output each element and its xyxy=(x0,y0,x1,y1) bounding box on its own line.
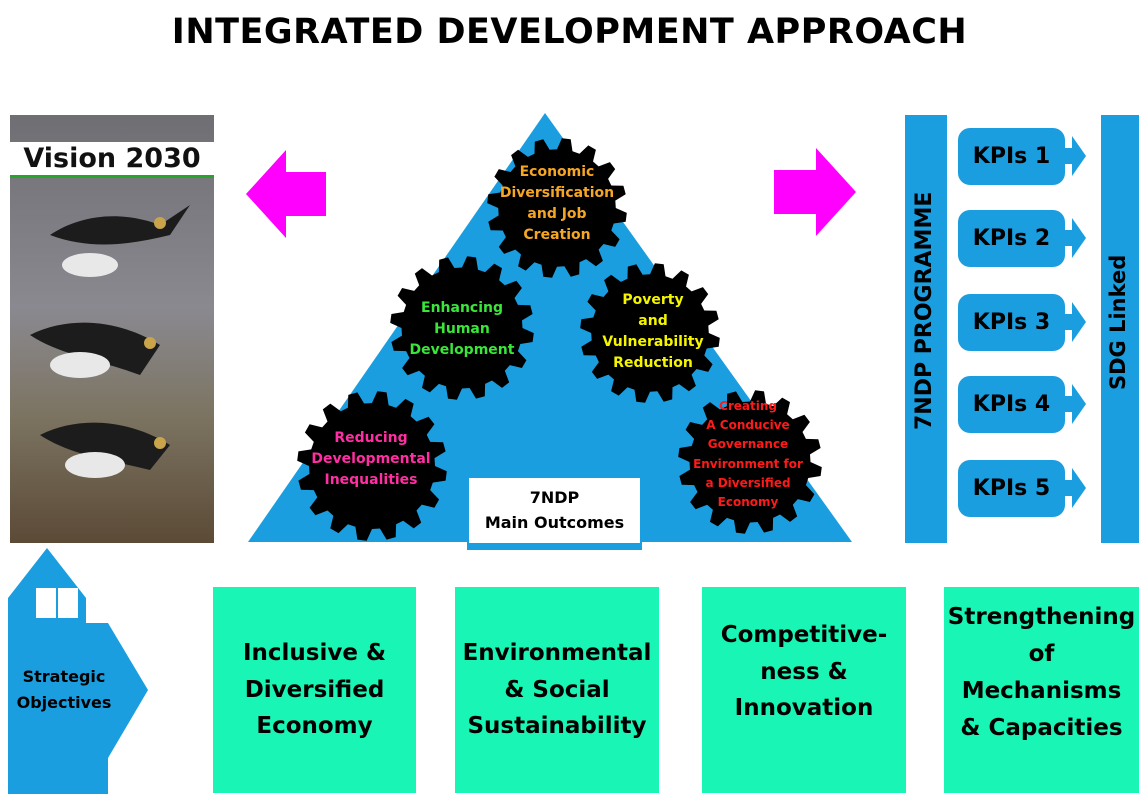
sdg-bar xyxy=(1101,115,1139,543)
vision-label: Vision 2030 xyxy=(10,142,214,178)
left-arrow-icon xyxy=(246,150,326,238)
gear-governance xyxy=(678,390,822,534)
objective-environmental: Environmental & Social Sustainability xyxy=(455,587,659,793)
strategic-arrow-icon xyxy=(8,548,148,794)
kpi-box-1: KPIs 1 xyxy=(958,128,1065,185)
main-outcomes-box: 7NDP Main Outcomes xyxy=(467,476,642,550)
kpi-arrow-icon xyxy=(1064,136,1086,176)
programme-bar xyxy=(905,115,947,543)
kpi-arrow-icon xyxy=(1064,384,1086,424)
gear-human xyxy=(390,256,534,400)
gear-inequalities xyxy=(297,391,447,541)
outcomes-diagram xyxy=(248,113,852,542)
gear-label-human: Enhancing Human Development xyxy=(409,300,515,358)
kpi-arrow-icon xyxy=(1064,468,1086,508)
cranes-illustration xyxy=(30,205,190,478)
gear-label-inequalities: Reducing Developmental Inequalities xyxy=(311,430,431,488)
gear-label-economic: Economic Diversification and Job Creatio… xyxy=(499,164,615,243)
programme-label: 7NDP PROGRAMME xyxy=(912,191,937,430)
kpi-box-2: KPIs 2 xyxy=(958,210,1065,267)
kpi-arrow-icon xyxy=(1064,302,1086,342)
objective-competitiveness: Competitive- ness & Innovation xyxy=(702,587,906,793)
objective-strengthening: Strengthening of Mechanisms & Capacities xyxy=(944,587,1139,793)
sdg-label: SDG Linked xyxy=(1106,254,1130,390)
gear-label-governance: Creating A Conducive Governance Environm… xyxy=(693,399,803,509)
page-title: INTEGRATED DEVELOPMENT APPROACH xyxy=(171,12,968,52)
strategic-label: Strategic Objectives xyxy=(16,667,112,713)
vision-photo xyxy=(10,115,214,543)
kpi-arrow-icon xyxy=(1064,218,1086,258)
objective-inclusive: Inclusive & Diversified Economy xyxy=(213,587,416,793)
gear-economic xyxy=(487,138,627,278)
right-arrow-icon xyxy=(774,148,856,236)
gear-label-poverty: Poverty and Vulnerability Reduction xyxy=(602,292,704,371)
gear-poverty xyxy=(580,263,720,403)
kpi-box-3: KPIs 3 xyxy=(958,294,1065,351)
kpi-box-4: KPIs 4 xyxy=(958,376,1065,433)
kpi-box-5: KPIs 5 xyxy=(958,460,1065,517)
